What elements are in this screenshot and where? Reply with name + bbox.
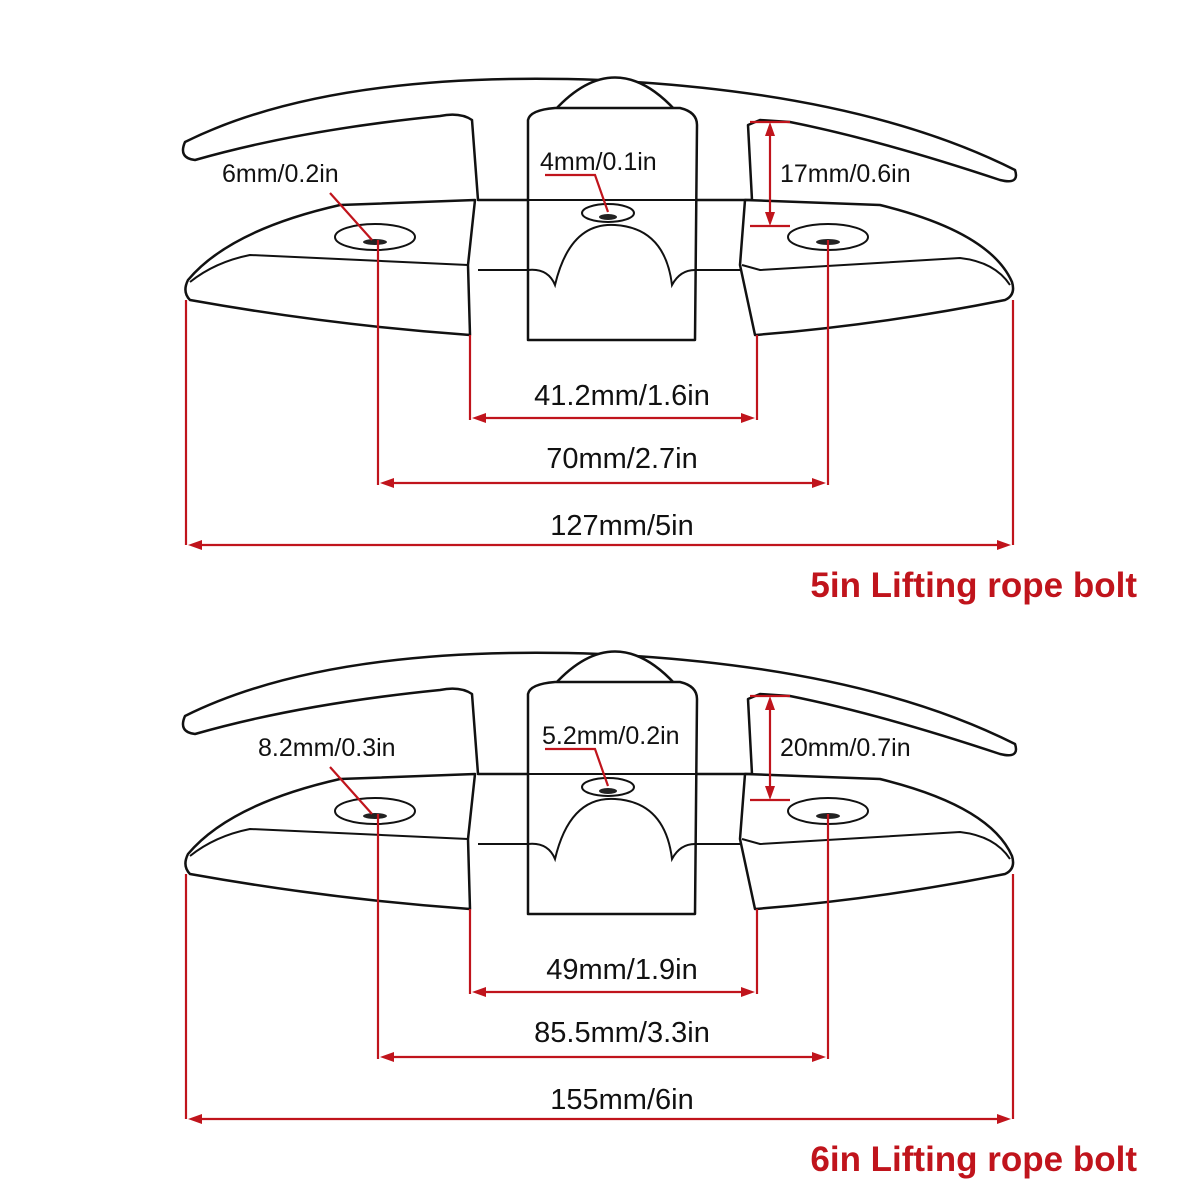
cleat-drawing [181,76,1018,342]
center-hole-leader [545,747,610,787]
diagram-5in: 6mm/0.2in 4mm/0.1in 17mm/0.6in 41.2mm/1.6in… [181,76,1137,605]
hole-spacing-dimension-arrowhead-left [380,1052,394,1062]
diagram-title: 5in Lifting rope bolt [810,566,1137,605]
hole-spacing-label: 85.5mm/3.3in [534,1017,710,1049]
inner-gap-dimension-arrowhead-left [472,413,486,423]
diagram-title: 6in Lifting rope bolt [810,1140,1137,1179]
height-arrowhead-top [765,122,775,136]
inner-gap-dimension-arrowhead-right [741,987,755,997]
overall-length-dimension-arrowhead-left [188,1114,202,1124]
inner-gap-dimension-arrowhead-right [741,413,755,423]
center-hole-label: 5.2mm/0.2in [542,722,680,750]
height-arrowhead-bottom [765,212,775,226]
inner-gap-dimension-arrowhead-left [472,987,486,997]
center-hole-label: 4mm/0.1in [540,148,657,176]
overall-length-dimension-arrowhead-right [997,1114,1011,1124]
inner-gap-label: 49mm/1.9in [546,954,698,986]
overall-length-dimension-arrowhead-left [188,540,202,550]
hole-spacing-dimension-arrowhead-right [812,1052,826,1062]
hole-spacing-label: 70mm/2.7in [546,443,698,475]
cleat-drawing [181,650,1018,916]
left-hole-label: 6mm/0.2in [222,160,339,188]
height-label: 20mm/0.7in [780,734,911,762]
hole-spacing-dimension-arrowhead-left [380,478,394,488]
center-hole-leader [545,173,610,213]
overall-length-label: 127mm/5in [550,510,693,542]
height-arrowhead-bottom [765,786,775,800]
left-hole-leader [329,766,373,815]
diagram-6in: 8.2mm/0.3in 5.2mm/0.2in 20mm/0.7in 49mm/1.9… [181,650,1137,1179]
height-arrowhead-top [765,696,775,710]
overall-length-label: 155mm/6in [550,1084,693,1116]
overall-length-dimension-arrowhead-right [997,540,1011,550]
left-hole-leader [329,192,373,241]
height-label: 17mm/0.6in [780,160,911,188]
left-hole-label: 8.2mm/0.3in [258,734,396,762]
inner-gap-label: 41.2mm/1.6in [534,380,710,412]
hole-spacing-dimension-arrowhead-right [812,478,826,488]
